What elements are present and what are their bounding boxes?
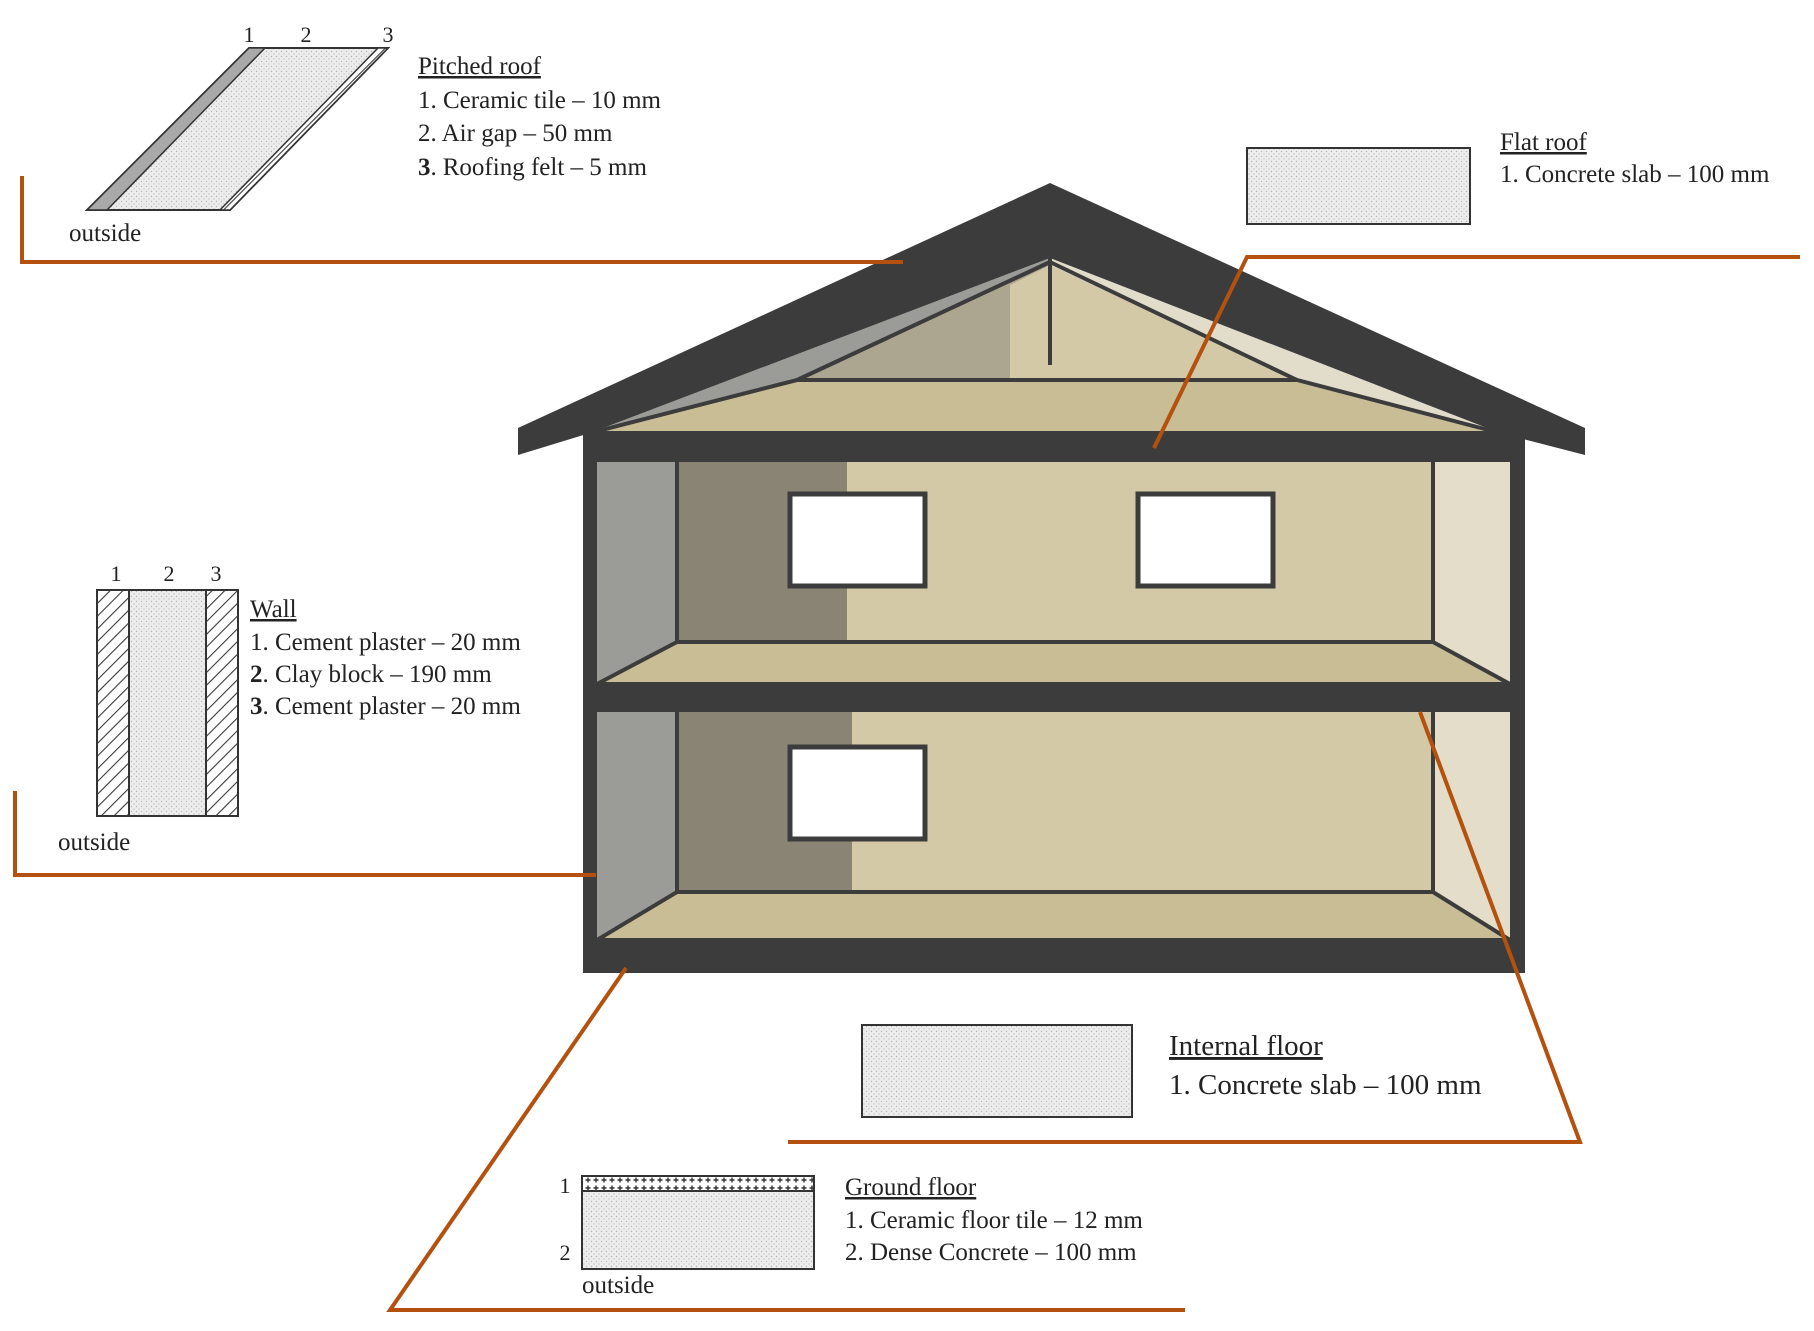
upper-floor-plane [596,640,1511,686]
wall-layer-2: 2. Clay block – 190 mm [250,661,492,688]
wall-detail: 1 2 3 outside Wall 1. Cement plaster – 2… [58,561,521,856]
pitched-roof-layer-num-3: 3 [383,22,394,47]
pitched-roof-layer-num-1: 1 [244,22,255,47]
wall-layer-3-num: 3 [250,693,263,720]
wall-title: Wall [250,596,297,623]
leader-flat-roof [1152,255,1800,449]
ground-floor-layer-2: 2. Dense Concrete – 100 mm [845,1239,1137,1266]
pitched-roof-outside-label: outside [69,220,141,247]
house-section [518,183,1585,973]
wall-plaster-inner [205,589,239,817]
wall-layer-num-2: 2 [164,561,175,586]
ground-floor-title: Ground floor [845,1174,977,1201]
internal-floor-detail: Internal floor 1. Concrete slab – 100 mm [861,1024,1482,1118]
pitched-roof-layer-3: 3.Roofing felt – 5 mm [418,154,647,181]
flat-roof-swatch [1246,147,1471,225]
pitched-roof-layer-3-num: 3 [418,154,431,181]
leader-ground-floor [386,966,1185,1312]
window-lower-left [787,744,928,842]
wall-plaster-outer [96,589,130,817]
wall-layer-1: 1. Cement plaster – 20 mm [250,629,521,656]
pitched-roof-felt-layer [218,47,390,211]
wall-layer-num-1: 1 [111,561,122,586]
leader-internal-floor [788,711,1583,1144]
lower-right-side [1433,712,1510,940]
window-upper-right [1135,491,1276,589]
lower-floor-plane [589,890,1517,942]
wall-layer-3: 3. Cement plaster – 20 mm [250,693,521,720]
pitched-roof-layer-num-2: 2 [301,22,312,47]
wall-layer-num-3: 3 [211,561,222,586]
ground-floor-layer-num-1: 1 [560,1173,571,1198]
pitched-roof-layer-2: 2. Air gap – 50 mm [418,120,613,147]
pitched-roof-detail: 1 2 3 outside Pitched roof 1. Ceramic ti… [69,22,662,247]
ground-floor-outside-label: outside [582,1272,654,1299]
leader-wall [13,791,596,877]
pitched-roof-tile-layer [85,47,267,211]
pitched-roof-layer-3-text: Roofing felt – 5 mm [443,154,648,181]
flat-roof-title: Flat roof [1500,129,1587,156]
pitched-roof-title: Pitched roof [418,53,542,80]
wall-outside-label: outside [58,829,130,856]
internal-floor-layer-1: 1. Concrete slab – 100 mm [1169,1069,1482,1101]
flat-roof-layer-1: 1. Concrete slab – 100 mm [1500,161,1770,188]
ground-floor-layer-1: 1. Ceramic floor tile – 12 mm [845,1207,1143,1234]
pitched-roof-layer-1: 1. Ceramic tile – 10 mm [418,87,662,114]
internal-floor-title: Internal floor [1169,1030,1323,1062]
window-upper-left [787,491,928,589]
internal-floor-slab [583,684,1525,712]
ground-floor-layer-num-2: 2 [560,1240,571,1265]
upper-right-side [1433,462,1510,684]
wall-layer-2-text: . Clay block – 190 mm [263,661,493,688]
ground-floor-detail: 1 2 outside Ground floor 1. Ceramic floo… [560,1173,1144,1299]
lower-left-side [597,712,677,940]
wall-layer-3-text: . Cement plaster – 20 mm [263,693,522,720]
leader-lines [13,176,1800,1312]
roof-frame [518,183,1585,455]
ground-floor-slab [583,940,1525,973]
flat-roof-detail: Flat roof 1. Concrete slab – 100 mm [1246,129,1770,225]
pitched-roof-layer-3-sep: . [431,154,437,181]
wall-layer-2-num: 2 [250,661,263,688]
internal-floor-swatch [861,1024,1133,1118]
ground-floor-tile-layer [581,1175,815,1192]
leader-pitched-roof [20,176,903,264]
upper-left-side [597,462,677,684]
flat-roof-slab [583,433,1525,462]
